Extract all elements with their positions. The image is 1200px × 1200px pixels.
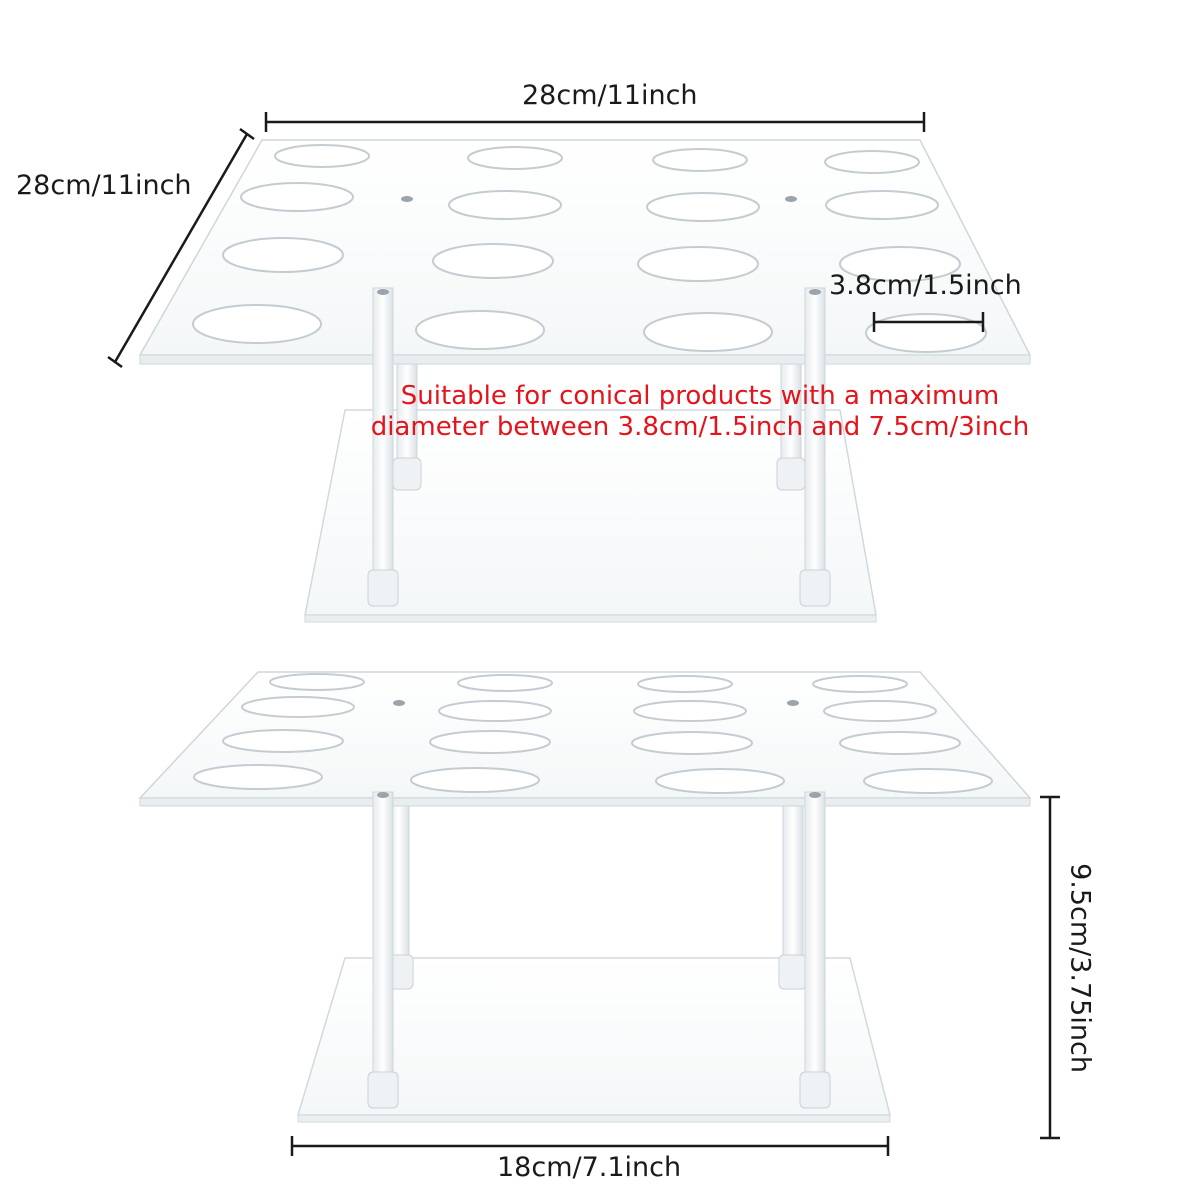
dimension-lines (107, 112, 1060, 1156)
lower-front-posts (367, 791, 831, 1109)
upper-stand (138, 139, 1032, 623)
hole-diameter-label: 3.8cm/1.5inch (829, 270, 1022, 301)
top-width-label: 28cm/11inch (522, 80, 698, 111)
lower-screw-heads (377, 700, 821, 798)
notice-line-2: diameter between 3.8cm/1.5inch and 7.5cm… (370, 412, 1030, 442)
lower-holes (193, 673, 993, 794)
base-width-label: 18cm/7.1inch (497, 1152, 682, 1183)
top-width-line (264, 112, 926, 132)
product-notice: Suitable for conical products with a max… (300, 381, 1100, 443)
lower-stand (138, 671, 1032, 1123)
notice-line-1: Suitable for conical products with a max… (400, 381, 1000, 411)
top-depth-line (107, 127, 255, 369)
hole-diameter-line (872, 312, 985, 332)
upper-front-posts (367, 287, 831, 607)
top-depth-label: 28cm/11inch (16, 170, 192, 201)
height-line (1040, 795, 1060, 1140)
height-label: 9.5cm/3.75inch (1064, 863, 1096, 1073)
upper-holes (192, 144, 987, 353)
base-width-line (290, 1136, 890, 1156)
upper-screw-heads (377, 196, 821, 295)
